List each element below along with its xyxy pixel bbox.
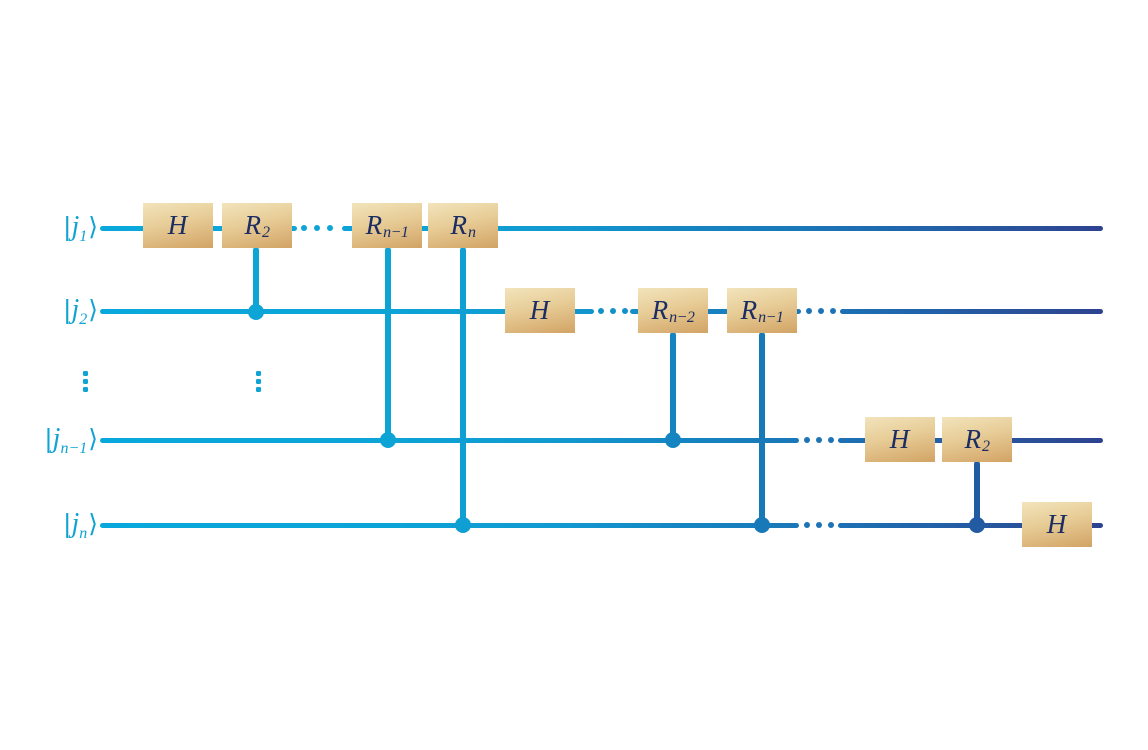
gate-label: R bbox=[244, 210, 262, 240]
ellipsis-horizontal-dot bbox=[804, 437, 810, 443]
ellipsis-horizontal-dot bbox=[830, 308, 836, 314]
ellipsis-horizontal-dot bbox=[804, 522, 810, 528]
qubit-label-jn: |jn⟩ bbox=[18, 507, 98, 545]
control-line-rn-2-q2qn-1 bbox=[670, 332, 676, 442]
ellipsis-horizontal-dot bbox=[327, 225, 333, 231]
gate-subscript: n−2 bbox=[669, 308, 695, 326]
gate-hadamard-qn-1: H bbox=[865, 417, 935, 462]
ket-angle-bracket: ⟩ bbox=[88, 212, 98, 241]
gate-subscript: n−1 bbox=[383, 223, 409, 241]
qubit-label-jn-1: |jn−1⟩ bbox=[18, 422, 98, 460]
ellipsis-horizontal-dot bbox=[301, 225, 307, 231]
wire-q1-segment bbox=[342, 225, 1103, 231]
ellipsis-horizontal-dot bbox=[610, 308, 616, 314]
control-line-rn-1-q2qn bbox=[759, 332, 765, 527]
wire-q2-segment bbox=[840, 308, 1103, 314]
gate-label: H bbox=[529, 295, 550, 325]
gate-label: R bbox=[365, 210, 383, 240]
ket-subscript: n bbox=[79, 525, 88, 542]
gate-label: R bbox=[964, 424, 982, 454]
ellipsis-vertical-dot bbox=[256, 387, 261, 392]
gate-label: R bbox=[450, 210, 468, 240]
control-dot bbox=[754, 517, 770, 533]
gate-hadamard-q1: H bbox=[143, 203, 213, 248]
wire-q2-segment bbox=[100, 308, 594, 314]
ket-bar: | bbox=[44, 424, 53, 453]
gate-subscript: 2 bbox=[982, 437, 990, 455]
qubit-label-j1: |j1⟩ bbox=[18, 210, 98, 248]
gate-label: H bbox=[889, 424, 910, 454]
wire-qn-segment bbox=[100, 522, 799, 528]
ket-angle-bracket: ⟩ bbox=[88, 509, 98, 538]
control-line-rn-1-q1qn-1 bbox=[385, 247, 391, 442]
ellipsis-vertical-dot bbox=[83, 387, 88, 392]
ket-subscript: 2 bbox=[79, 311, 88, 328]
control-dot bbox=[665, 432, 681, 448]
gate-subscript: 2 bbox=[262, 223, 270, 241]
gate-label: H bbox=[167, 210, 188, 240]
qubit-label-j2: |j2⟩ bbox=[18, 293, 98, 331]
gate-subscript: n−1 bbox=[758, 308, 784, 326]
ellipsis-horizontal-dot bbox=[598, 308, 604, 314]
ellipsis-horizontal-dot bbox=[828, 437, 834, 443]
control-line-r2-qn-1qn bbox=[974, 461, 980, 527]
ellipsis-horizontal-dot bbox=[816, 437, 822, 443]
wire-q2-segment bbox=[630, 308, 801, 314]
ellipsis-horizontal-dot bbox=[806, 308, 812, 314]
control-dot bbox=[455, 517, 471, 533]
gate-subscript: n bbox=[468, 223, 476, 241]
control-line-r2-q1q2 bbox=[253, 247, 259, 314]
ellipsis-vertical-dot bbox=[256, 379, 261, 384]
control-line-rn-q1qn bbox=[460, 247, 466, 527]
gate-label: H bbox=[1046, 509, 1067, 539]
gate-label: R bbox=[651, 295, 669, 325]
ket-base: j bbox=[71, 211, 80, 242]
ellipsis-horizontal-dot bbox=[622, 308, 628, 314]
ket-angle-bracket: ⟩ bbox=[88, 295, 98, 324]
ellipsis-vertical-dot bbox=[83, 371, 88, 376]
ellipsis-horizontal-dot bbox=[816, 522, 822, 528]
ket-bar: | bbox=[63, 212, 72, 241]
ket-subscript: 1 bbox=[79, 228, 88, 245]
ellipsis-vertical-dot bbox=[256, 371, 261, 376]
ket-subscript: n−1 bbox=[60, 440, 88, 457]
control-dot bbox=[248, 304, 264, 320]
ket-bar: | bbox=[63, 509, 72, 538]
ket-angle-bracket: ⟩ bbox=[88, 424, 98, 453]
ket-base: j bbox=[71, 294, 80, 325]
ket-base: j bbox=[52, 423, 61, 454]
ellipsis-horizontal-dot bbox=[314, 225, 320, 231]
control-dot bbox=[969, 517, 985, 533]
ellipsis-vertical-dot bbox=[83, 379, 88, 384]
ellipsis-horizontal-dot bbox=[818, 308, 824, 314]
gate-label: R bbox=[740, 295, 758, 325]
ket-bar: | bbox=[63, 295, 72, 324]
ellipsis-horizontal-dot bbox=[828, 522, 834, 528]
ket-base: j bbox=[71, 508, 80, 539]
wire-qn-1-segment bbox=[100, 437, 799, 443]
control-dot bbox=[380, 432, 396, 448]
gate-hadamard-q2: H bbox=[505, 288, 575, 333]
gate-hadamard-qn: H bbox=[1022, 502, 1092, 547]
